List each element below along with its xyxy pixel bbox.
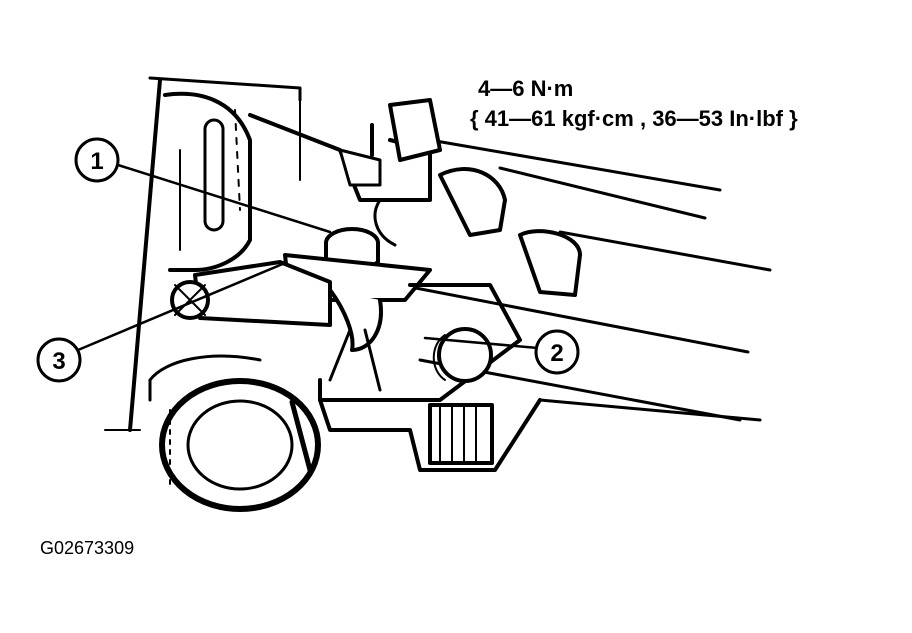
torque-spec-secondary: { 41—61 kgf·cm , 36—53 In·lbf }: [470, 106, 798, 131]
torque-spec-primary: 4—6 N·m: [478, 76, 574, 101]
callout-2-label: 2: [550, 340, 563, 367]
callout-2: 2: [534, 329, 580, 375]
upper-bracket: [248, 98, 582, 297]
figure-id: G02673309: [40, 538, 135, 558]
callout-1-label: 1: [90, 148, 103, 175]
central-mechanism: [170, 227, 432, 352]
lower-frame: [318, 283, 542, 472]
casting-left: [163, 91, 252, 272]
housing-outline: [104, 76, 772, 432]
leader-line-2: [423, 336, 540, 350]
callout-1: 1: [74, 137, 120, 183]
leader-line-1: [116, 163, 332, 234]
callout-3: 3: [36, 337, 82, 383]
leader-line-3: [76, 261, 287, 352]
mounting-ring: [148, 354, 321, 512]
leader-lines: [76, 163, 540, 352]
callout-3-label: 3: [52, 348, 65, 375]
